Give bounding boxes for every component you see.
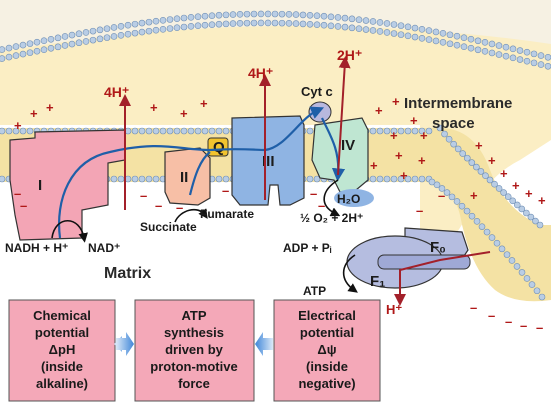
minus-sign: – bbox=[222, 183, 229, 198]
complex-iv-label: IV bbox=[341, 137, 355, 154]
atp-synthase: F₀ F₁ bbox=[346, 227, 471, 290]
q-label: Q bbox=[213, 139, 225, 156]
plus-sign: + bbox=[400, 168, 408, 183]
f1-label: F₁ bbox=[370, 273, 385, 290]
complex-ii-label: II bbox=[180, 169, 188, 186]
minus-sign: – bbox=[536, 320, 543, 335]
elec-line-5: negative) bbox=[298, 376, 355, 391]
plus-sign: + bbox=[410, 113, 418, 128]
plus-sign: + bbox=[392, 94, 400, 109]
minus-sign: – bbox=[155, 198, 162, 213]
plus-sign: + bbox=[418, 153, 426, 168]
ubiquinone-q: Q bbox=[207, 137, 229, 157]
adp-label: ADP + Pᵢ bbox=[283, 241, 332, 255]
plus-sign: + bbox=[200, 96, 208, 111]
plus-sign: + bbox=[512, 178, 520, 193]
minus-sign: – bbox=[318, 198, 325, 213]
succinate-label: Succinate bbox=[140, 220, 197, 234]
proton-label-synthase: H⁺ bbox=[386, 302, 402, 317]
fo-label: F₀ bbox=[430, 239, 446, 256]
plus-sign: + bbox=[370, 158, 378, 173]
elec-line-4: (inside bbox=[306, 359, 348, 374]
nad-label: NAD⁺ bbox=[88, 241, 120, 255]
complex-ii: II bbox=[164, 147, 211, 206]
electrical-potential-box: Electrical potential Δψ (inside negative… bbox=[273, 299, 381, 402]
center-line-2: synthesis bbox=[164, 325, 224, 340]
proton-arrow-synthase bbox=[394, 251, 491, 306]
center-line-1: ATP bbox=[181, 308, 206, 323]
complex-iii: III bbox=[231, 115, 305, 206]
minus-sign: – bbox=[505, 314, 512, 329]
center-line-5: force bbox=[178, 376, 210, 391]
proton-arrow-iv bbox=[337, 56, 351, 176]
minus-sign: – bbox=[438, 188, 445, 203]
atp-label: ATP bbox=[303, 284, 326, 298]
complex-i-label: I bbox=[38, 177, 42, 194]
elec-line-3: Δψ bbox=[317, 342, 336, 357]
intermembrane-label-2: space bbox=[432, 115, 475, 132]
plus-sign: + bbox=[475, 138, 483, 153]
outer-membrane bbox=[0, 10, 551, 70]
center-line-4: proton-motive bbox=[150, 359, 237, 374]
minus-sign: – bbox=[20, 198, 27, 213]
complex-iii-label: III bbox=[262, 153, 275, 170]
nadh-label: NADH + H⁺ bbox=[5, 241, 68, 255]
chem-line-2: potential bbox=[35, 325, 89, 340]
minus-sign: – bbox=[470, 300, 477, 315]
minus-sign: – bbox=[520, 318, 527, 333]
elec-line-2: potential bbox=[300, 325, 354, 340]
plus-sign: + bbox=[30, 106, 38, 121]
plus-sign: + bbox=[390, 128, 398, 143]
chem-line-4: (inside bbox=[41, 359, 83, 374]
water-product: H₂O bbox=[334, 189, 374, 207]
plus-sign: + bbox=[525, 186, 533, 201]
proton-label-i: 4H⁺ bbox=[104, 84, 129, 100]
plus-sign: + bbox=[500, 166, 508, 181]
chem-line-1: Chemical bbox=[33, 308, 91, 323]
charge-signs: ++++++++++++++++++++++––––––––––––––– bbox=[14, 94, 546, 335]
plus-sign: + bbox=[470, 188, 478, 203]
minus-sign: – bbox=[416, 203, 423, 218]
water-label: H₂O bbox=[337, 192, 360, 206]
minus-sign: – bbox=[140, 188, 147, 203]
plus-sign: + bbox=[420, 128, 428, 143]
plus-sign: + bbox=[150, 100, 158, 115]
reaction-arrows bbox=[51, 179, 358, 293]
proton-arrows bbox=[119, 56, 491, 306]
cytc-label: Cyt c bbox=[301, 84, 333, 99]
minus-sign: – bbox=[310, 186, 317, 201]
plus-sign: + bbox=[395, 148, 403, 163]
plus-sign: + bbox=[375, 103, 383, 118]
intermembrane-space bbox=[0, 0, 551, 251]
chemical-potential-box: Chemical potential ΔpH (inside alkaline) bbox=[8, 299, 116, 402]
minus-sign: – bbox=[488, 308, 495, 323]
plus-sign: + bbox=[488, 153, 496, 168]
minus-sign: – bbox=[176, 200, 183, 215]
plus-sign: + bbox=[46, 100, 54, 115]
right-to-center-arrow bbox=[255, 332, 273, 356]
chem-line-3: ΔpH bbox=[49, 342, 76, 357]
plus-sign: + bbox=[14, 118, 22, 133]
left-to-center-arrow bbox=[116, 332, 134, 356]
atp-synthesis-box: ATP synthesis driven by proton-motive fo… bbox=[134, 299, 255, 402]
chem-line-5: alkaline) bbox=[36, 376, 88, 391]
matrix-label: Matrix bbox=[104, 265, 151, 282]
oxygen-label: ½ O₂ + 2H⁺ bbox=[300, 211, 363, 225]
proton-label-iii: 4H⁺ bbox=[248, 65, 273, 81]
minus-sign: – bbox=[14, 186, 21, 201]
plus-sign: + bbox=[180, 106, 188, 121]
intermembrane-label-1: Intermembrane bbox=[404, 95, 512, 112]
plus-sign: + bbox=[538, 193, 546, 208]
center-line-3: driven by bbox=[165, 342, 224, 357]
fumarate-label: Fumarate bbox=[200, 207, 254, 221]
elec-line-1: Electrical bbox=[298, 308, 356, 323]
proton-label-iv: 2H⁺ bbox=[337, 47, 362, 63]
